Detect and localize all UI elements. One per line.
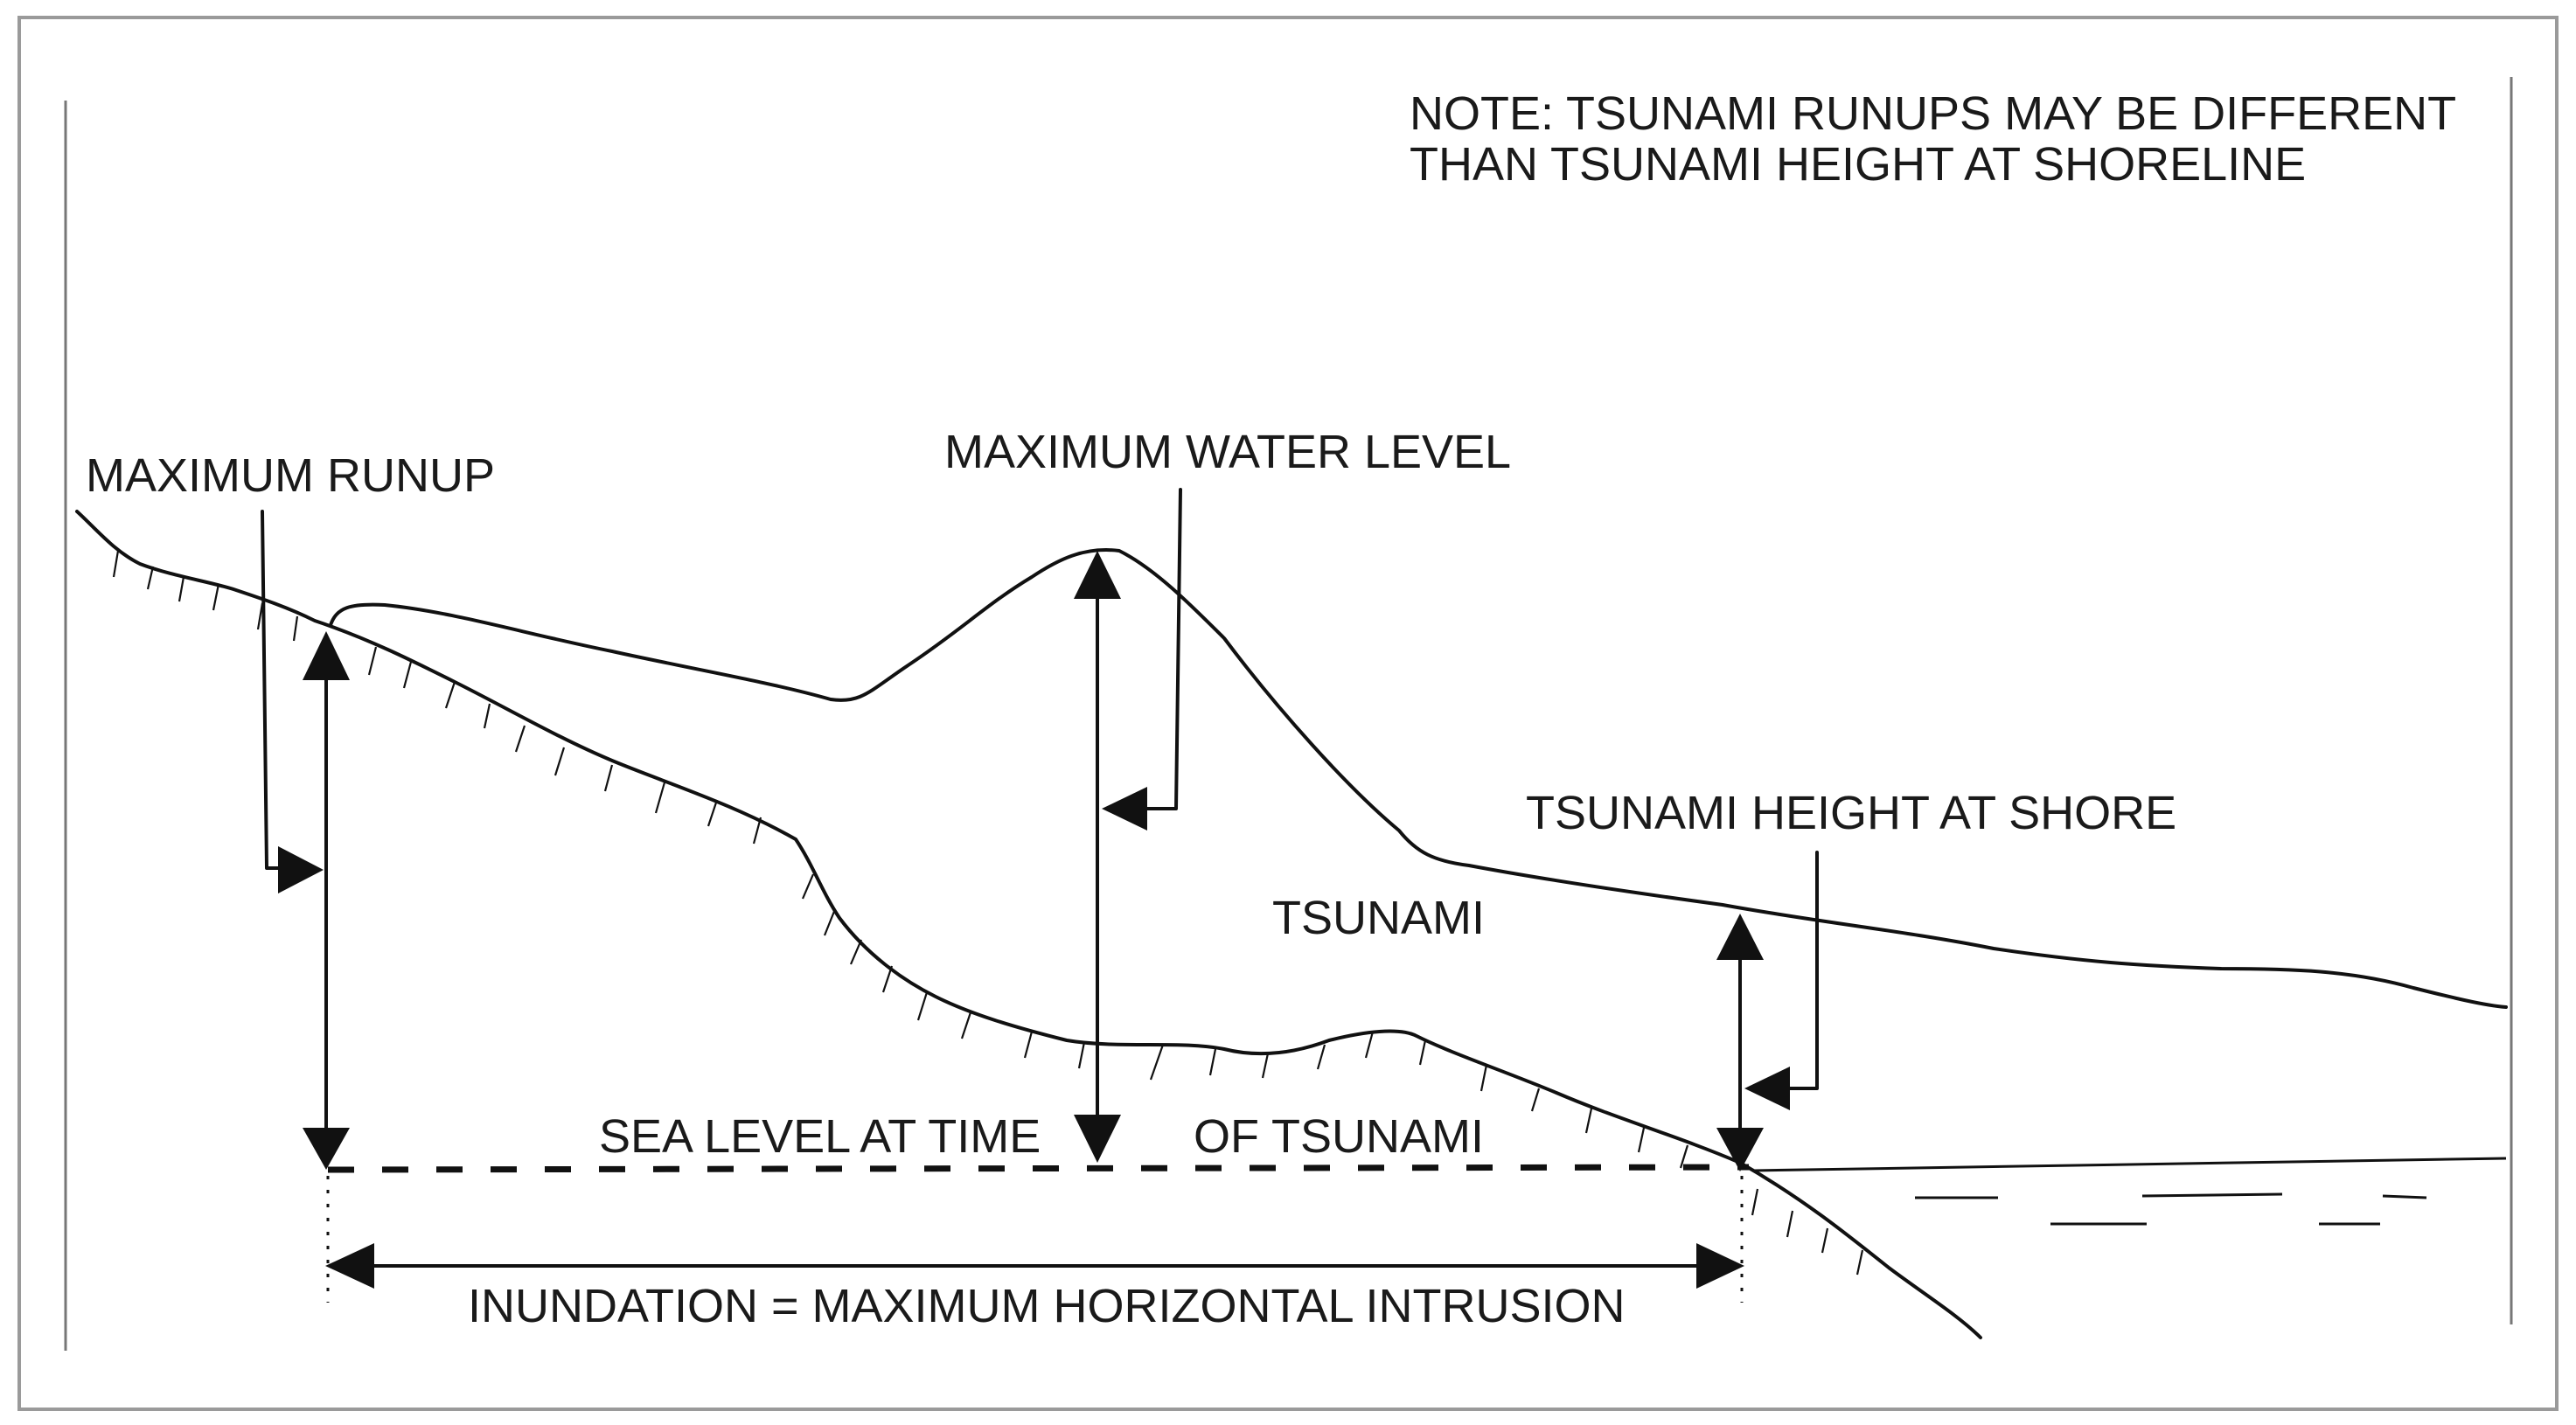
- tsunami-height-leader: [1778, 851, 1819, 1090]
- sea-level-label-part2: OF TSUNAMI: [1194, 1110, 1484, 1163]
- tsunami-height-pointer-arrowhead: [1744, 1067, 1790, 1110]
- tsunami-water-surface: [329, 548, 2508, 1009]
- water-ripple-marks: [1915, 1192, 2427, 1226]
- maximum-runup-leader: [261, 510, 295, 870]
- maximum-water-level-pointer-arrowhead: [1102, 787, 1147, 831]
- ground-profile: [75, 510, 1982, 1339]
- maximum-water-level-arrowhead-bottom: [1074, 1115, 1121, 1163]
- tsunami-label: TSUNAMI: [1272, 892, 1485, 944]
- tsunami-height-at-shore-label: TSUNAMI HEIGHT AT SHORE: [1526, 787, 2176, 839]
- inundation-arrowhead-left: [325, 1243, 374, 1289]
- sea-level-label-part1: SEA LEVEL AT TIME: [599, 1110, 1041, 1163]
- maximum-water-level-arrowhead-top: [1074, 551, 1121, 599]
- maximum-runup-arrowhead-top: [303, 631, 350, 680]
- maximum-runup-arrowhead-bottom: [303, 1128, 350, 1170]
- maximum-water-level-label: MAXIMUM WATER LEVEL: [944, 426, 1511, 478]
- note-line-2: THAN TSUNAMI HEIGHT AT SHORELINE: [1410, 138, 2306, 191]
- ground-hatching: [112, 550, 1864, 1276]
- maximum-runup-label: MAXIMUM RUNUP: [86, 449, 495, 502]
- inundation-arrowhead-right: [1696, 1243, 1744, 1289]
- note-line-1: NOTE: TSUNAMI RUNUPS MAY BE DIFFERENT: [1410, 87, 2456, 140]
- inundation-label: INUNDATION = MAXIMUM HORIZONTAL INTRUSIO…: [468, 1280, 1626, 1332]
- sea-surface-line: [1752, 1157, 2507, 1172]
- tsunami-height-arrowhead-bottom: [1716, 1128, 1764, 1171]
- sea-level-dashed-line: [327, 1164, 1750, 1173]
- outer-frame: [17, 16, 2559, 1411]
- maximum-runup-pointer-arrowhead: [278, 846, 324, 893]
- tsunami-height-arrowhead-top: [1716, 914, 1764, 960]
- maximum-water-level-leader: [1135, 488, 1182, 810]
